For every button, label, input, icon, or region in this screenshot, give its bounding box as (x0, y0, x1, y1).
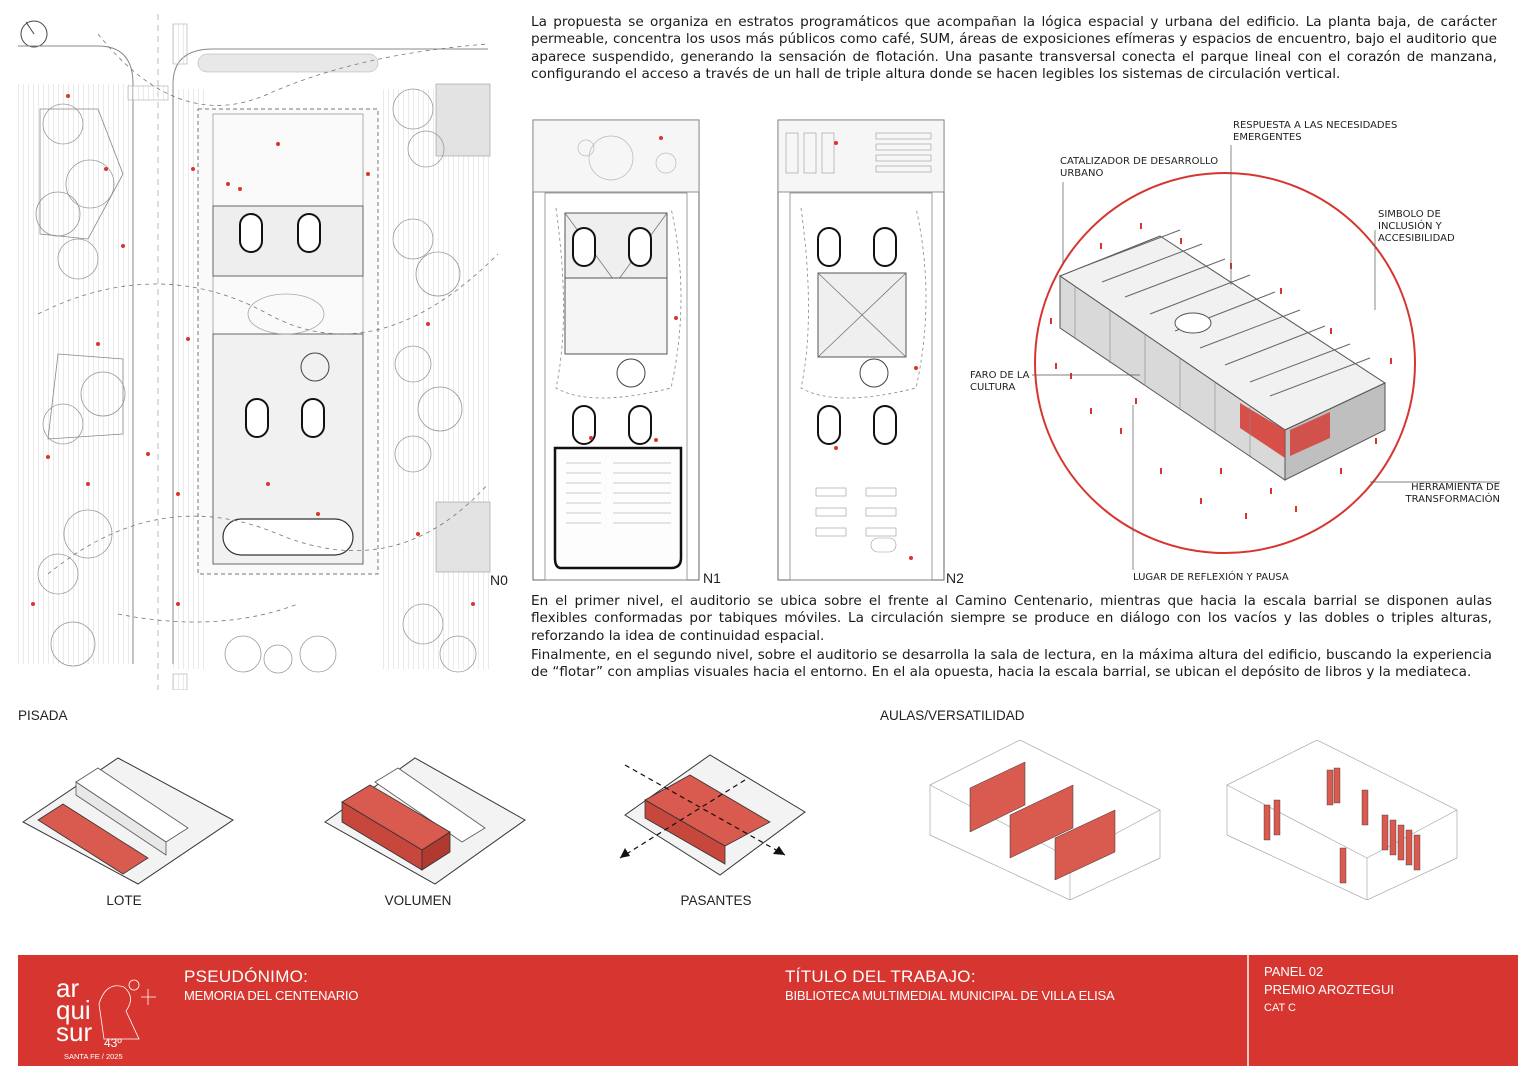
callout-catalizador: Catalizador de desarrollo urbano (1060, 156, 1219, 179)
titulo-label: TÍTULO DEL TRABAJO: (785, 967, 976, 986)
pseudonimo-value: MEMORIA DEL CENTENARIO (184, 988, 359, 1003)
arquisur-logo: ar qui sur 43º SANTA FE / 2025 (44, 969, 164, 1061)
footer-divider (1247, 955, 1249, 1066)
floor-plan-n1: N1 (531, 118, 721, 586)
callout-faro: Faro de la cultura (970, 370, 1030, 393)
north-arrow-icon (20, 20, 48, 48)
logo-city: SANTA FE / 2025 (64, 1052, 123, 1061)
logo-edition: 43º (104, 1036, 122, 1050)
panel-number: PANEL 02 (1264, 964, 1324, 979)
diagram-aulas-2 (1222, 739, 1462, 901)
logo-line-1: ar (56, 973, 79, 1003)
diagram-volumen (320, 740, 530, 900)
caption-lote: LOTE (106, 893, 142, 908)
plan-label-n1: N1 (703, 570, 721, 586)
diagram-lote (18, 740, 238, 900)
plan-label-n2: N2 (946, 570, 964, 586)
callout-herramienta: Herramienta de transformación (1405, 482, 1500, 505)
axonometric-building (1030, 168, 1420, 558)
callout-simbolo: Simbolo de inclusión y accesibilidad (1378, 209, 1455, 244)
site-plan-n0: N0 (18, 14, 508, 691)
diagram-pasantes (615, 740, 815, 900)
callout-necesidades: Respuesta a las necesidades emergentes (1233, 120, 1398, 143)
callout-lugar: Lugar de reflexión y pausa (1133, 572, 1289, 583)
plan-label-n0: N0 (490, 572, 508, 588)
premio-name: PREMIO AROZTEGUI (1264, 982, 1395, 997)
second-level-paragraph: Finalmente, en el segundo nivel, sobre e… (531, 647, 1492, 681)
site-plan-drawing (18, 14, 499, 691)
caption-pasantes: PASANTES (680, 893, 752, 908)
first-level-paragraph: En el primer nivel, el auditorio se ubic… (531, 593, 1492, 644)
categoria: CAT C (1264, 1002, 1296, 1014)
titulo-value: BIBLIOTECA MULTIMEDIAL MUNICIPAL DE VILL… (785, 988, 1115, 1003)
floor-plan-n2: N2 (776, 118, 964, 586)
callout-leaders (1032, 145, 1500, 570)
pseudonimo-label: PSEUDÓNIMO: (184, 967, 309, 986)
logo-line-2: qui (56, 995, 91, 1025)
intro-paragraph: La propuesta se organiza en estratos pro… (531, 14, 1497, 83)
section-title-aulas: AULAS/VERSATILIDAD (880, 708, 1025, 723)
footer-bar: ar qui sur 43º SANTA FE / 2025 PSEUDÓNIM… (18, 955, 1518, 1066)
section-title-pisada: PISADA (18, 708, 68, 723)
diagram-aulas-1 (925, 739, 1165, 901)
caption-volumen: VOLUMEN (384, 893, 452, 908)
logo-line-3: sur (56, 1017, 92, 1047)
